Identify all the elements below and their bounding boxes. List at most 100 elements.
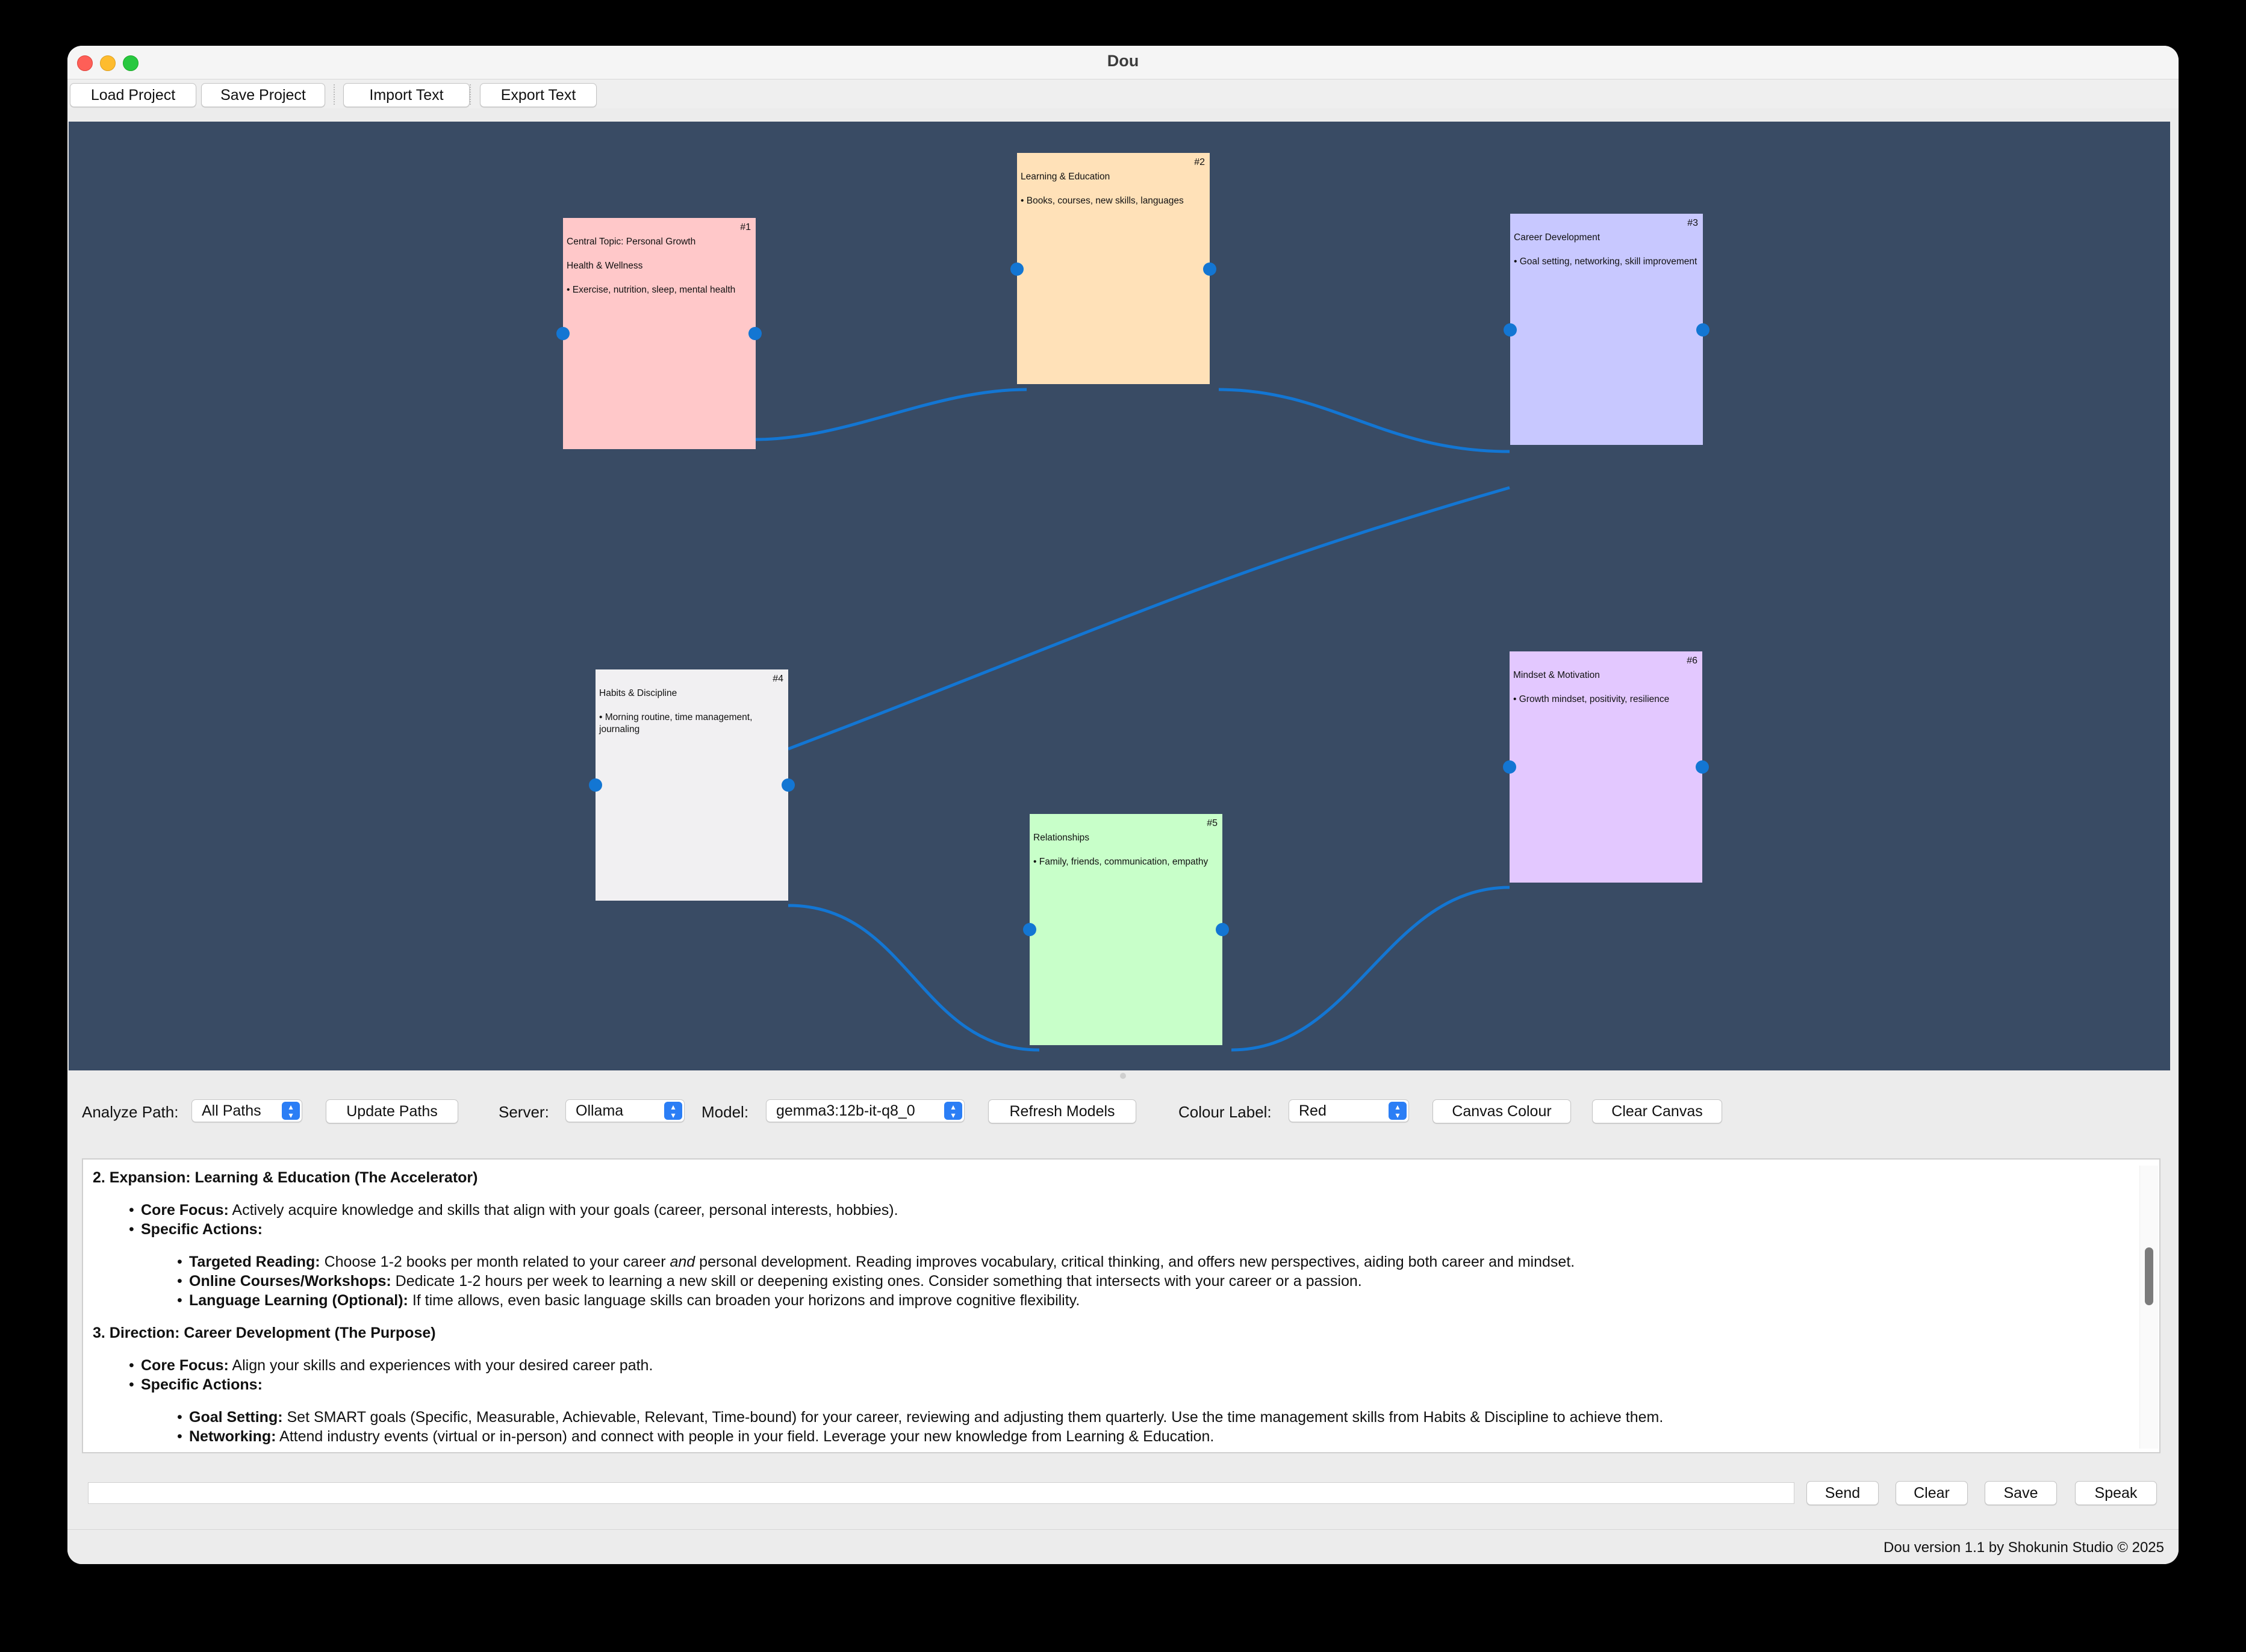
server-select[interactable]: Ollama ▴▾: [565, 1099, 685, 1122]
toolbar-separator: [334, 84, 335, 105]
list-item: Specific Actions:: [129, 1220, 2134, 1239]
output-scrollbar[interactable]: [2139, 1166, 2158, 1449]
item-text: Set SMART goals (Specific, Measurable, A…: [282, 1409, 1664, 1426]
analyze-path-select[interactable]: All Paths ▴▾: [191, 1099, 302, 1122]
load-project-button[interactable]: Load Project: [70, 83, 196, 107]
emphasis-text: and: [670, 1253, 695, 1270]
model-value: gemma3:12b-it-q8_0: [776, 1102, 915, 1119]
update-paths-button[interactable]: Update Paths: [326, 1099, 458, 1123]
zoom-window-button[interactable]: [123, 55, 138, 71]
canvas-edge: [2170, 122, 2179, 1070]
refresh-models-button[interactable]: Refresh Models: [988, 1099, 1136, 1123]
import-text-button[interactable]: Import Text: [343, 83, 470, 107]
connector-handle[interactable]: [748, 327, 762, 340]
bold-label: Goal Setting:: [189, 1409, 283, 1426]
note-card-5[interactable]: #5 Relationships • Family, friends, comm…: [1030, 814, 1222, 1045]
model-select[interactable]: gemma3:12b-it-q8_0 ▴▾: [766, 1099, 965, 1122]
analysis-output[interactable]: 2. Expansion: Learning & Education (The …: [82, 1158, 2160, 1453]
toolbar: Load Project Save Project Import Text Ex…: [67, 79, 2179, 108]
note-title: Mindset & Motivation: [1513, 670, 1600, 680]
bold-label: Core Focus:: [141, 1357, 229, 1374]
window-title: Dou: [1107, 52, 1139, 70]
list-item: Language Learning (Optional): If time al…: [177, 1291, 2134, 1310]
link-2-3: [1218, 388, 1510, 453]
connector-handle[interactable]: [782, 778, 795, 792]
note-card-6[interactable]: #6 Mindset & Motivation • Growth mindset…: [1510, 651, 1702, 883]
connector-handle[interactable]: [1696, 323, 1709, 337]
chat-input[interactable]: [88, 1482, 1794, 1504]
bold-label: Specific Actions:: [141, 1376, 263, 1393]
note-title: Learning & Education: [1021, 172, 1110, 182]
link-4-5: [788, 904, 1040, 1052]
connector-handle[interactable]: [1203, 262, 1216, 276]
item-text: Align your skills and experiences with y…: [228, 1357, 653, 1374]
connector-handle[interactable]: [1504, 323, 1517, 337]
colour-label-select[interactable]: Red ▴▾: [1289, 1099, 1409, 1122]
scrollbar-thumb[interactable]: [2145, 1247, 2153, 1305]
note-title: Relationships: [1033, 833, 1090, 843]
item-text: Attend industry events (virtual or in-pe…: [276, 1428, 1215, 1445]
model-label: Model:: [701, 1103, 749, 1121]
analyze-path-value: All Paths: [202, 1102, 261, 1119]
analysis-text: 2. Expansion: Learning & Education (The …: [93, 1168, 2134, 1446]
connector-handle[interactable]: [1023, 923, 1036, 936]
section-heading: 3. Direction: Career Development (The Pu…: [93, 1324, 436, 1341]
connector-handle[interactable]: [1503, 760, 1516, 774]
note-body: • Goal setting, networking, skill improv…: [1514, 256, 1697, 267]
list-item: Specific Actions:: [129, 1375, 2134, 1394]
note-title: Central Topic: Personal Growth: [567, 237, 696, 247]
chevron-up-down-icon: ▴▾: [944, 1102, 962, 1120]
bold-label: Online Courses/Workshops:: [189, 1273, 391, 1290]
chat-row: Send Clear Save Speak: [67, 1479, 2179, 1509]
note-body: • Exercise, nutrition, sleep, mental hea…: [567, 285, 736, 295]
item-text: Dedicate 1-2 hours per week to learning …: [391, 1273, 1362, 1290]
bold-label: Language Learning (Optional):: [189, 1292, 408, 1309]
note-card-2[interactable]: #2 Learning & Education • Books, courses…: [1017, 153, 1210, 384]
link-4-3: [788, 486, 1510, 751]
controls-row: Analyze Path: All Paths ▴▾ Update Paths …: [67, 1097, 2179, 1127]
analyze-path-label: Analyze Path:: [82, 1103, 179, 1121]
item-text: Choose 1-2 books per month related to yo…: [320, 1253, 670, 1270]
note-card-1[interactable]: #1 Central Topic: Personal Growth Health…: [563, 218, 756, 449]
close-window-button[interactable]: [77, 55, 93, 71]
note-body: • Morning routine, time management, jour…: [599, 712, 753, 734]
note-body: • Growth mindset, positivity, resilience: [1513, 694, 1670, 704]
connector-handle[interactable]: [1010, 262, 1024, 276]
export-text-button[interactable]: Export Text: [480, 83, 597, 107]
links-layer: [754, 388, 1510, 1052]
speak-button[interactable]: Speak: [2075, 1481, 2157, 1505]
note-title: Habits & Discipline: [599, 688, 677, 698]
connector-handle[interactable]: [589, 778, 602, 792]
chevron-up-down-icon: ▴▾: [1389, 1102, 1407, 1120]
item-text: If time allows, even basic language skil…: [408, 1292, 1080, 1309]
minimize-window-button[interactable]: [100, 55, 116, 71]
list-item: Online Courses/Workshops: Dedicate 1-2 h…: [177, 1272, 2134, 1291]
save-project-button[interactable]: Save Project: [201, 83, 325, 107]
connector-handle[interactable]: [1696, 760, 1709, 774]
note-body: • Books, courses, new skills, languages: [1021, 196, 1184, 206]
note-card-3[interactable]: #3 Career Development • Goal setting, ne…: [1510, 214, 1703, 445]
canvas-colour-button[interactable]: Canvas Colour: [1433, 1099, 1571, 1123]
clear-button[interactable]: Clear: [1896, 1481, 1968, 1505]
list-item: Core Focus: Actively acquire knowledge a…: [129, 1200, 2134, 1220]
bold-label: Networking:: [189, 1428, 276, 1445]
connector-handle[interactable]: [556, 327, 570, 340]
save-button[interactable]: Save: [1985, 1481, 2057, 1505]
toolbar-separator: [470, 84, 471, 105]
clear-canvas-button[interactable]: Clear Canvas: [1592, 1099, 1722, 1123]
status-bar: Dou version 1.1 by Shokunin Studio © 202…: [67, 1529, 2179, 1564]
note-card-4[interactable]: #4 Habits & Discipline • Morning routine…: [596, 669, 788, 901]
item-text: Actively acquire knowledge and skills th…: [228, 1202, 898, 1219]
connector-handle[interactable]: [1216, 923, 1229, 936]
app-window: Dou Load Project Save Project Import Tex…: [67, 46, 2179, 1564]
bold-label: Targeted Reading:: [189, 1253, 320, 1270]
split-handle[interactable]: [1120, 1073, 1126, 1079]
note-number: #6: [1687, 656, 1697, 666]
colour-label-value: Red: [1299, 1102, 1327, 1119]
mindmap-canvas[interactable]: #1 Central Topic: Personal Growth Health…: [69, 122, 2170, 1070]
list-item: Goal Setting: Set SMART goals (Specific,…: [177, 1408, 2134, 1427]
note-title: Career Development: [1514, 232, 1601, 243]
link-5-6: [1231, 886, 1510, 1052]
send-button[interactable]: Send: [1806, 1481, 1879, 1505]
link-1-2: [754, 388, 1027, 441]
